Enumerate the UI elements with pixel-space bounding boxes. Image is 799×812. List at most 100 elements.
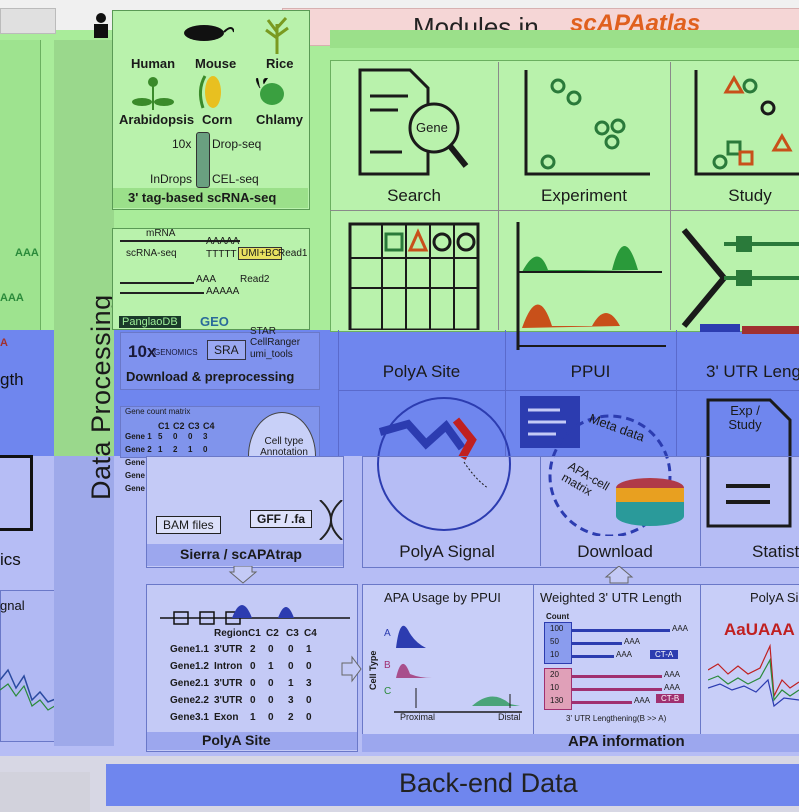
species-arabidopsis: Arabidopsis [119, 112, 195, 127]
read-polya: AAAAA [206, 236, 240, 247]
weighted-box-a [544, 622, 572, 664]
cm-gene: Gene 5 [125, 484, 152, 493]
pt-cell: 3'UTR [214, 695, 243, 706]
apa-cell-a: A [384, 628, 391, 639]
up-arrow [604, 566, 634, 584]
pt-cell: 2 [250, 644, 256, 655]
pt-col-header: C2 [266, 628, 279, 639]
cm-gene: Gene 2 [125, 445, 152, 454]
download-caption: Download & preprocessing [126, 369, 295, 384]
download-db-icon [520, 396, 684, 536]
species-corn: Corn [202, 112, 233, 127]
read-aaa: AAA [196, 274, 217, 285]
weighted-count: Count [546, 612, 570, 621]
pt-cell: 1 [268, 661, 274, 672]
utr-length-icon [681, 228, 799, 328]
read-scrna: scRNA-seq [126, 248, 177, 259]
sra-box: SRA [207, 340, 246, 360]
weighted-ctb: CT-B [656, 694, 685, 703]
pt-col-header: Region [214, 628, 248, 639]
pt-cell: 0 [288, 644, 294, 655]
apa-info-caption: APA information [568, 733, 685, 750]
protocol-caption: 3' tag-based scRNA-seq [128, 190, 277, 205]
weighted-aaa: AAA [616, 650, 633, 659]
module-polyasignal-label[interactable]: PolyA Signal [399, 542, 495, 561]
search-icon [358, 68, 469, 176]
read-line-3 [120, 292, 204, 294]
tool-cellranger: CellRanger [250, 337, 301, 348]
apa-info-caption-bar [362, 734, 799, 752]
side-label-column-low [54, 456, 114, 746]
experiment-icon [524, 70, 650, 176]
polya-signal-plot [708, 643, 799, 708]
cm-gene: Gene 3 [125, 458, 152, 467]
backend-bar [106, 764, 799, 806]
tenx-genomics: GENOMICS [154, 348, 198, 357]
module-search-label[interactable]: Search [387, 186, 441, 205]
pt-cell: 0 [306, 712, 312, 723]
annotation-label: Cell type Annotation [260, 436, 308, 458]
cm-gene: Gene 1 [125, 432, 152, 441]
pt-gene: Gene2.1 [170, 678, 209, 689]
module-study-label[interactable]: Study [728, 186, 772, 205]
weighted-aaa: AAA [634, 696, 651, 705]
pt-cell: 0 [250, 678, 256, 689]
weighted-aaa: AAA [624, 637, 641, 646]
weighted-line-a [572, 629, 670, 632]
module-polyasite-label[interactable]: PolyA Site [382, 362, 461, 381]
bam-box: BAM files [156, 516, 221, 534]
pt-col-header: C1 [248, 628, 261, 639]
tenx-logo: 10x [128, 342, 157, 361]
module-download-label[interactable]: Download [577, 542, 653, 561]
weighted-box-b [544, 668, 572, 710]
human-icon [94, 13, 108, 38]
pt-col-header: C4 [304, 628, 317, 639]
polya-grid-icon [348, 222, 480, 330]
utr-bar-fragment [700, 324, 799, 334]
left-signal-plot [0, 668, 59, 711]
weighted-count-b: 10 [550, 683, 559, 692]
gene-model [160, 605, 350, 625]
protocol-indrops: InDrops [150, 172, 193, 186]
module-experiment-label[interactable]: Experiment [541, 186, 627, 205]
module-utr-label[interactable]: 3' UTR Leng [706, 362, 799, 381]
tool-star: STAR [250, 326, 276, 337]
ppui-density-icon [516, 222, 662, 330]
pt-cell: 0 [306, 661, 312, 672]
top-left-box [0, 8, 56, 34]
polya-signal-title: PolyA Si [750, 590, 799, 605]
weighted-line-b [572, 675, 662, 678]
read-read2: Read2 [240, 274, 270, 285]
pt-cell: 0 [268, 644, 274, 655]
cm-cell: 1 [188, 445, 193, 454]
polya-signal-icon [377, 397, 511, 531]
apa-distal: Distal [498, 712, 521, 722]
cm-cell: 2 [173, 445, 178, 454]
weighted-count-b: 130 [550, 696, 564, 705]
arabidopsis-icon [132, 77, 174, 110]
pt-gene: Gene2.2 [170, 695, 209, 706]
apa-cell-c: C [384, 686, 392, 697]
protocol-10x: 10x [172, 137, 192, 151]
pt-col-header: C3 [286, 628, 299, 639]
pt-cell: Exon [214, 712, 239, 723]
module-ppui-label[interactable]: PPUI [570, 362, 611, 381]
weighted-count-a: 50 [550, 637, 559, 646]
weighted-count-b: 20 [550, 670, 559, 679]
study-icon [694, 70, 799, 176]
pt-gene: Gene1.2 [170, 661, 209, 672]
down-arrow-1 [228, 566, 258, 584]
ppui-axis-fragment [516, 330, 666, 350]
bead-column [196, 132, 210, 188]
pt-cell: 3 [306, 678, 312, 689]
read-mrna: mRNA [146, 228, 176, 239]
source-geo: GEO [200, 314, 229, 329]
species-human: Human [131, 56, 176, 71]
pt-gene: Gene1.1 [170, 644, 209, 655]
right-arrow [341, 655, 362, 683]
protocol-caption-bar [113, 188, 308, 208]
cm-cell: 0 [173, 432, 178, 441]
pt-cell: 3'UTR [214, 644, 243, 655]
left-ics: ics [0, 550, 21, 569]
module-statistics-label[interactable]: Statist [752, 542, 799, 561]
